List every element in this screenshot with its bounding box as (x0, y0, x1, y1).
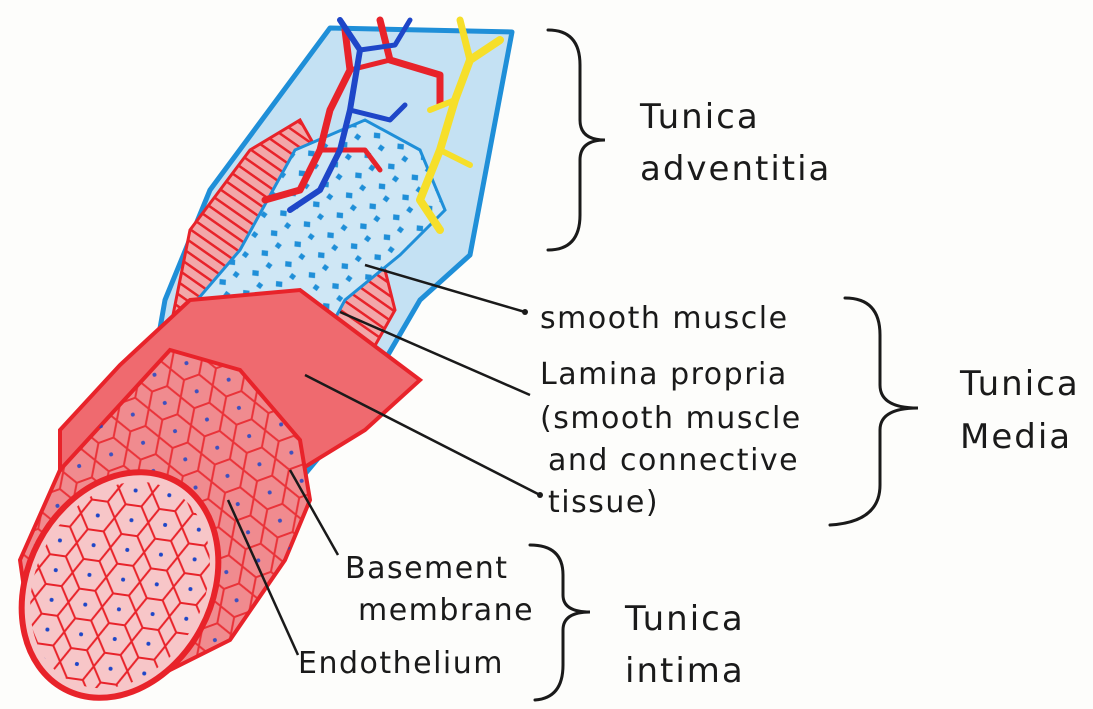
label-endothelium: Endothelium (298, 646, 504, 681)
group-intima-line1: Tunica (624, 599, 745, 639)
label-basement: Basement (345, 551, 509, 586)
label-smooth-muscle: smooth muscle (540, 301, 789, 336)
label-lamina-note-3: tissue) (548, 485, 659, 520)
group-intima-line2: intima (625, 651, 745, 691)
brace-adventitia (548, 30, 605, 250)
label-lamina-propria: Lamina propria (540, 357, 788, 392)
label-membrane: membrane (358, 593, 534, 628)
group-adventitia-line2: adventitia (640, 149, 831, 189)
leader-dot (537, 492, 543, 498)
label-lamina-note-1: (smooth muscle (540, 401, 802, 436)
brace-media (830, 298, 918, 525)
group-media-line1: Tunica (959, 364, 1080, 404)
label-lamina-note-2: and connective (548, 443, 799, 478)
brace-intima (530, 545, 590, 700)
group-adventitia-line1: Tunica (639, 97, 760, 137)
leader-dot (522, 309, 528, 315)
group-media-line2: Media (960, 417, 1072, 457)
